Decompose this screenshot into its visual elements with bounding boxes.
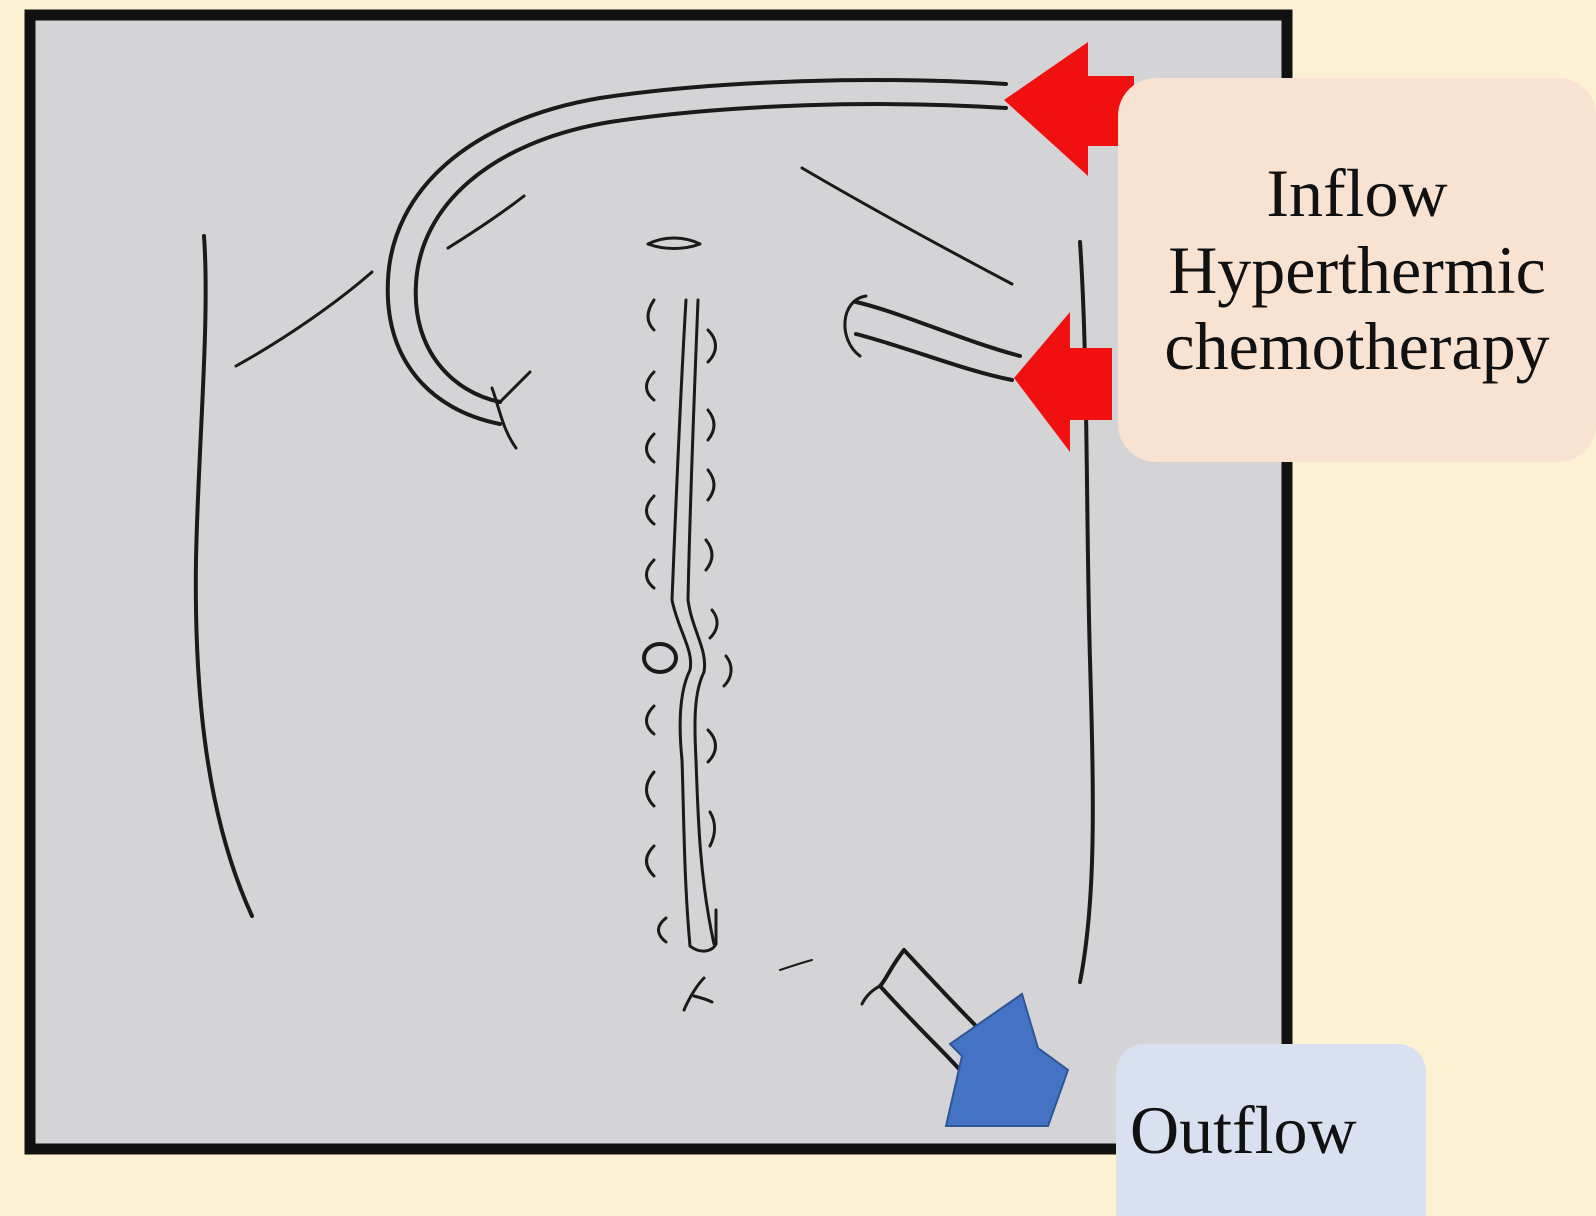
inflow-label-box: Inflow Hyperthermic chemotherapy bbox=[1118, 78, 1596, 462]
outflow-label: Outflow bbox=[1130, 1091, 1357, 1170]
inflow-label-line3: chemotherapy bbox=[1164, 308, 1549, 385]
outflow-label-box: Outflow bbox=[1116, 1044, 1426, 1216]
inflow-label-line1: Inflow bbox=[1266, 155, 1447, 232]
inflow-label-line2: Hyperthermic bbox=[1168, 232, 1546, 309]
drawing-panel bbox=[30, 15, 1287, 1149]
